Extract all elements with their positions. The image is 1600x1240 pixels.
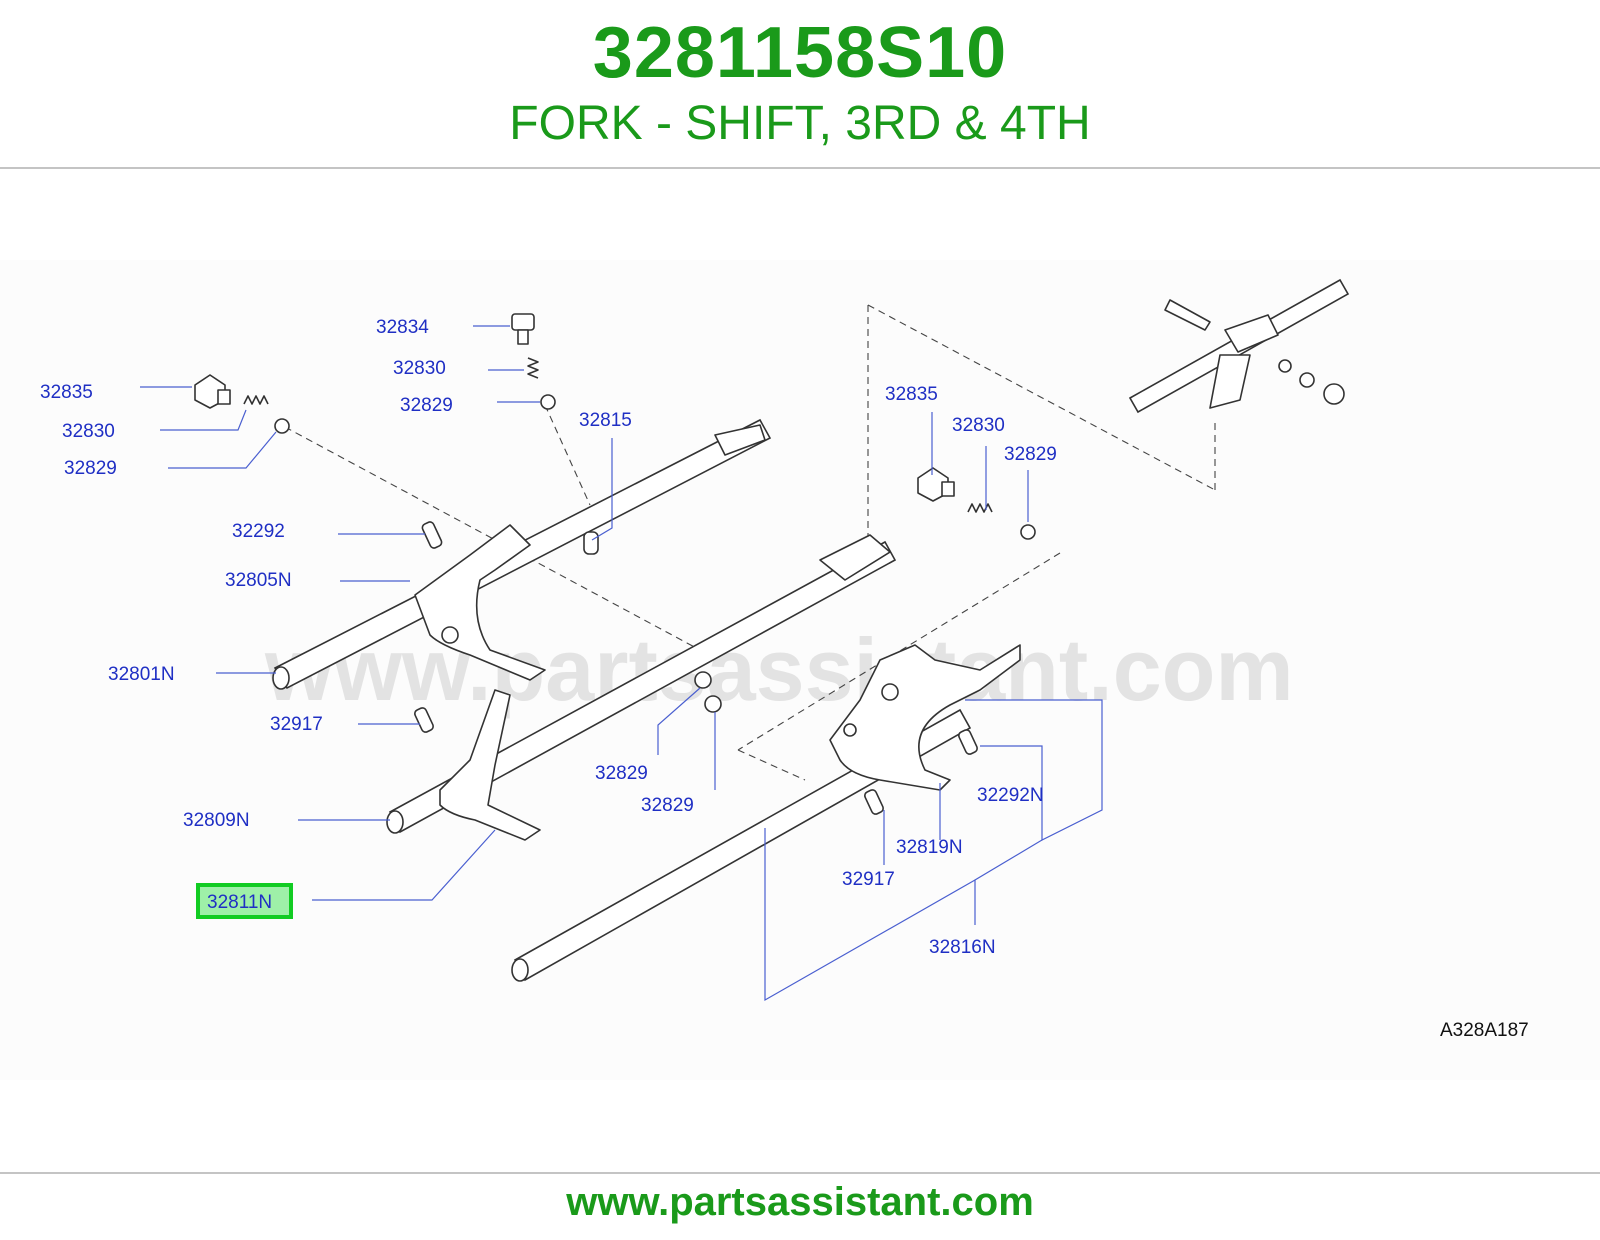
callout-32829-center-a[interactable]: 32829: [595, 763, 648, 784]
callout-32835-left[interactable]: 32835: [40, 382, 93, 403]
pin-32292-icon: [421, 521, 443, 549]
diagram-reference-code: A328A187: [1440, 1020, 1529, 1041]
callout-32801n[interactable]: 32801N: [108, 664, 175, 685]
callout-32829-upper[interactable]: 32829: [400, 395, 453, 416]
page-header: 3281158S10 FORK - SHIFT, 3RD & 4TH: [0, 0, 1600, 168]
footer-divider: [0, 1172, 1600, 1174]
shaft-32801n-icon: [272, 418, 772, 690]
exploded-parts-diagram: www.partsassistant.com: [0, 260, 1600, 1080]
shaft-32809n-icon: [386, 534, 897, 834]
callout-32811n[interactable]: 32811N: [207, 892, 272, 913]
callout-32917-left[interactable]: 32917: [270, 714, 323, 735]
watermark-text: www.partsassistant.com: [264, 620, 1294, 719]
ball-32829-center-a-icon: [694, 671, 712, 689]
fork-32805n-icon: [414, 524, 546, 681]
ball-32829-right-icon: [1020, 524, 1036, 540]
detent-plug-32834-icon: [511, 313, 535, 345]
spring-32830-right-icon: [967, 503, 993, 513]
callout-32805n[interactable]: 32805N: [225, 570, 292, 591]
fork-32811n-icon: [439, 689, 541, 841]
callout-32834[interactable]: 32834: [376, 317, 429, 338]
fork-32819n-icon: [829, 644, 1021, 791]
callout-32816n[interactable]: 32816N: [929, 937, 996, 958]
callout-32829-right[interactable]: 32829: [1004, 444, 1057, 465]
pin-32815-icon: [583, 531, 599, 555]
highlighted-callout-box: [196, 883, 293, 919]
pin-32917-left-icon: [414, 707, 434, 733]
callout-32829-center-b[interactable]: 32829: [641, 795, 694, 816]
shift-rod-assembly-icon: [1128, 278, 1350, 414]
callout-32292n[interactable]: 32292N: [977, 785, 1044, 806]
callout-32815[interactable]: 32815: [579, 410, 632, 431]
part-description: FORK - SHIFT, 3RD & 4TH: [509, 97, 1091, 150]
part-number-title: 3281158S10: [592, 13, 1008, 93]
spring-32830-upper-icon: [527, 357, 539, 379]
callout-32819n[interactable]: 32819N: [896, 837, 963, 858]
footer-website-link[interactable]: www.partsassistant.com: [566, 1180, 1034, 1224]
ball-32829-left-icon: [274, 418, 290, 434]
detent-plug-32835-left-icon: [194, 374, 231, 409]
callout-32835-right[interactable]: 32835: [885, 384, 938, 405]
callout-32917-right[interactable]: 32917: [842, 869, 895, 890]
header-divider: [0, 167, 1600, 169]
callout-32292[interactable]: 32292: [232, 521, 285, 542]
callout-32830-right[interactable]: 32830: [952, 415, 1005, 436]
pin-32292n-icon: [958, 729, 978, 755]
callout-32829-left[interactable]: 32829: [64, 458, 117, 479]
callout-32830-upper[interactable]: 32830: [393, 358, 446, 379]
pin-32917-right-icon: [864, 789, 884, 815]
ball-32829-upper-icon: [540, 394, 556, 410]
diagram-canvas: www.partsassistant.com: [40, 278, 1529, 1041]
detent-plug-32835-right-icon: [917, 467, 955, 502]
assembly-dashed-lines: [284, 304, 1216, 781]
shaft-32816n-icon: [511, 708, 972, 982]
ball-32829-center-b-icon: [704, 695, 722, 713]
callout-32809n[interactable]: 32809N: [183, 810, 250, 831]
callout-32830-left[interactable]: 32830: [62, 421, 115, 442]
spring-32830-left-icon: [243, 395, 269, 405]
callout-leader-lines: [140, 325, 1103, 1002]
